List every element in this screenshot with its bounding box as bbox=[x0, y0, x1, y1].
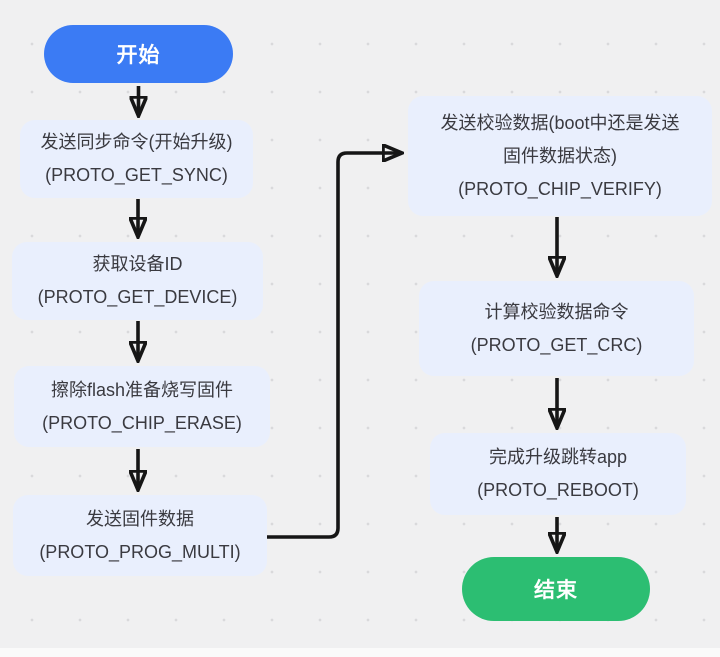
end-node-label: 结束 bbox=[534, 579, 578, 602]
step-title: 擦除flash准备烧写固件 bbox=[50, 379, 234, 400]
step-title: 获取设备ID bbox=[92, 254, 183, 274]
step-node-get-crc: 计算校验数据命令 (PROTO_GET_CRC) bbox=[419, 281, 694, 376]
end-node: 结束 bbox=[462, 557, 650, 621]
step-node-chip-verify: 发送校验数据(boot中还是发送 固件数据状态) (PROTO_CHIP_VER… bbox=[408, 96, 712, 216]
step-node-get-device: 获取设备ID (PROTO_GET_DEVICE) bbox=[12, 242, 263, 320]
step-proto-command: (PROTO_PROG_MULTI) bbox=[39, 541, 241, 562]
arrow-prog-to-verify-elbow bbox=[267, 153, 401, 539]
step-title: 发送同步命令(开始升级) bbox=[40, 132, 233, 152]
step-title: 发送固件数据 bbox=[86, 508, 194, 529]
step-node-reboot: 完成升级跳转app (PROTO_REBOOT) bbox=[430, 433, 686, 515]
step-proto-command: (PROTO_GET_SYNC) bbox=[45, 165, 228, 185]
step-node-prog-multi: 发送固件数据 (PROTO_PROG_MULTI) bbox=[13, 495, 267, 576]
step-node-send-sync: 发送同步命令(开始升级) (PROTO_GET_SYNC) bbox=[20, 120, 253, 198]
start-node: 开始 bbox=[44, 25, 233, 83]
step-proto-command: (PROTO_GET_DEVICE) bbox=[37, 287, 238, 307]
step-proto-command: (PROTO_CHIP_ERASE) bbox=[42, 412, 242, 433]
step-node-chip-erase: 擦除flash准备烧写固件 (PROTO_CHIP_ERASE) bbox=[14, 366, 270, 447]
step-proto-command: (PROTO_GET_CRC) bbox=[470, 334, 643, 355]
step-proto-command: (PROTO_REBOOT) bbox=[477, 480, 639, 500]
step-title: 计算校验数据命令 bbox=[484, 301, 629, 322]
start-node-label: 开始 bbox=[116, 44, 161, 67]
step-proto-command: (PROTO_CHIP_VERIFY) bbox=[458, 178, 662, 199]
step-title: 发送校验数据(boot中还是发送 bbox=[440, 112, 680, 133]
step-title: 完成升级跳转app bbox=[488, 447, 628, 467]
page-bottom-edge bbox=[0, 648, 720, 657]
step-title-wrap: 固件数据状态) bbox=[503, 145, 617, 166]
